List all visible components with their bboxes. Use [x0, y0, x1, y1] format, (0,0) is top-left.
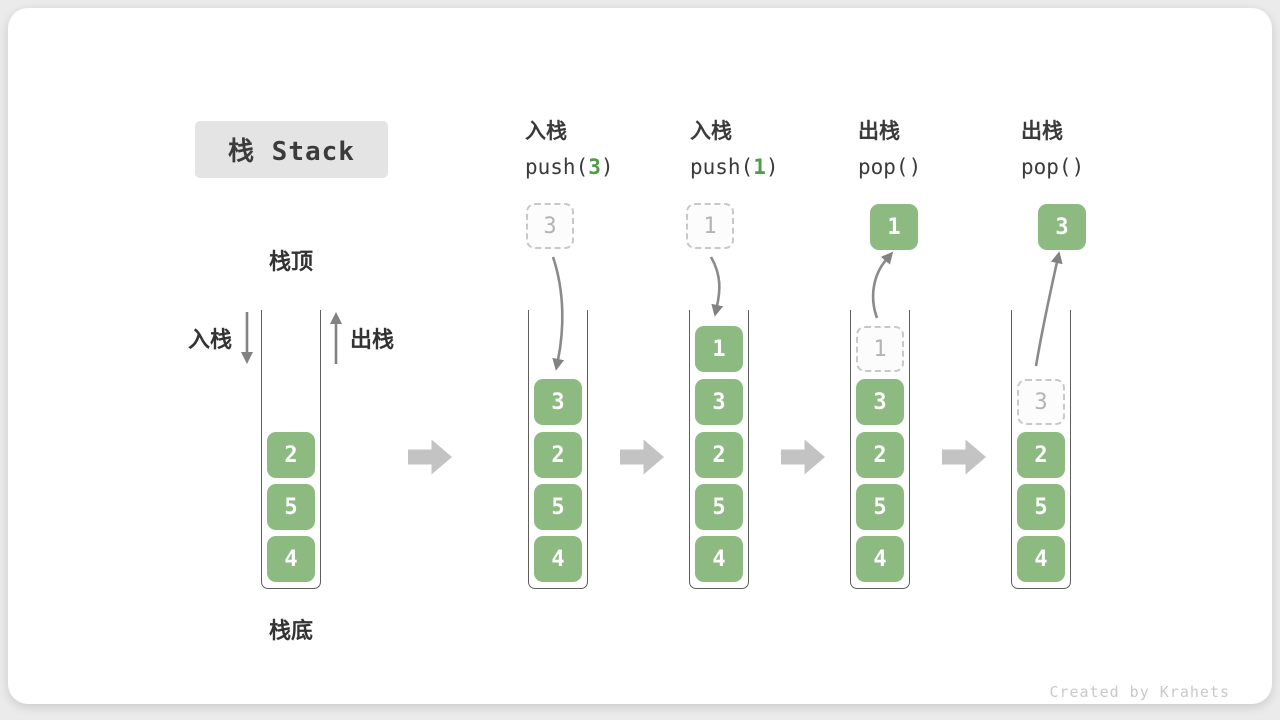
stack-element: 2 [856, 432, 904, 478]
operation-label: 出栈 [1021, 119, 1063, 143]
code-pre: pop() [1021, 155, 1085, 179]
stack-element: 5 [856, 484, 904, 530]
removed-element-ghost: 3 [1017, 379, 1065, 425]
operation-code: pop() [1021, 155, 1084, 179]
popped-element: 3 [1038, 204, 1086, 250]
operation-label: 入栈 [525, 119, 567, 143]
removed-element-ghost: 1 [856, 326, 904, 372]
arrows-overlay [241, 251, 1063, 475]
stack-element: 1 [695, 326, 743, 372]
operation-label: 出栈 [858, 119, 900, 143]
stage-pop3-header: 出栈 pop() [1021, 115, 1084, 179]
title-badge: 栈 Stack [195, 121, 388, 178]
stack-element: 5 [695, 484, 743, 530]
popped-element: 1 [870, 204, 918, 250]
stack-element: 5 [534, 484, 582, 530]
watermark: Created by Krahets [1049, 683, 1230, 701]
stack-element: 4 [267, 536, 315, 582]
code-post: ) [600, 155, 614, 179]
stack-element: 2 [534, 432, 582, 478]
stack-element: 3 [534, 379, 582, 425]
transition-arrow-icon [781, 439, 825, 475]
stack-element: 4 [856, 536, 904, 582]
stack-element: 4 [695, 536, 743, 582]
transition-arrow-icon [620, 439, 664, 475]
stack-element: 4 [534, 536, 582, 582]
stage-push3-header: 入栈 push(3) [525, 115, 614, 179]
incoming-element: 3 [526, 203, 574, 249]
stage-pop1-header: 出栈 pop() [858, 115, 921, 179]
code-arg: 1 [753, 155, 766, 179]
incoming-element: 1 [686, 203, 734, 249]
operation-code: push(1) [690, 155, 779, 179]
code-pre: push( [690, 155, 754, 179]
stack-element: 3 [695, 379, 743, 425]
stack-top-label: 栈顶 [268, 250, 313, 275]
code-post: ) [765, 155, 779, 179]
stack-element: 4 [1017, 536, 1065, 582]
push-direction-label: 入栈 [188, 328, 233, 353]
operation-code: pop() [858, 155, 921, 179]
transition-arrow-icon [942, 439, 986, 475]
diagram-card: 栈 Stack 入栈 push(3) 入栈 push(1) 出栈 pop() 出… [8, 8, 1272, 704]
operation-label: 入栈 [690, 119, 732, 143]
stack-bottom-label: 栈底 [268, 619, 313, 644]
stack-element: 3 [856, 379, 904, 425]
stage-push1-header: 入栈 push(1) [690, 115, 779, 179]
code-pre: push( [525, 155, 589, 179]
stack-element: 5 [1017, 484, 1065, 530]
operation-code: push(3) [525, 155, 614, 179]
stack-element: 2 [267, 432, 315, 478]
transition-arrow-icon [408, 439, 452, 475]
stack-element: 2 [695, 432, 743, 478]
code-pre: pop() [858, 155, 922, 179]
pop-direction-label: 出栈 [350, 328, 395, 353]
push-1-arrow-icon [709, 256, 724, 317]
stack-element: 2 [1017, 432, 1065, 478]
code-arg: 3 [588, 155, 601, 179]
stack-element: 5 [267, 484, 315, 530]
